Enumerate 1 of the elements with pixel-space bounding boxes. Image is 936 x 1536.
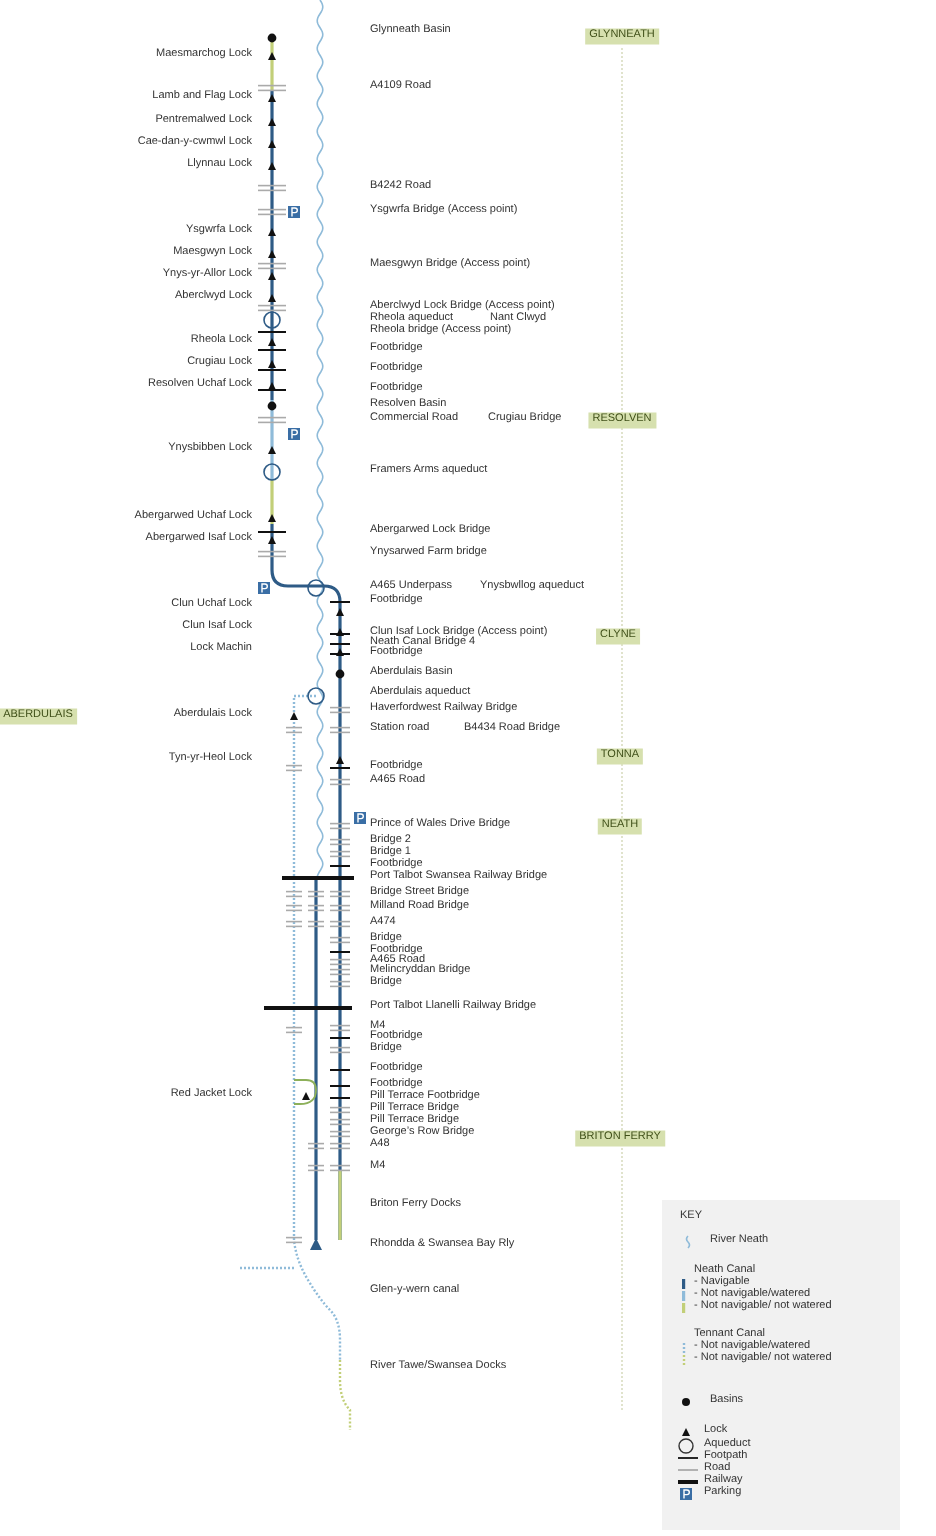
key-panel [662,1200,900,1530]
